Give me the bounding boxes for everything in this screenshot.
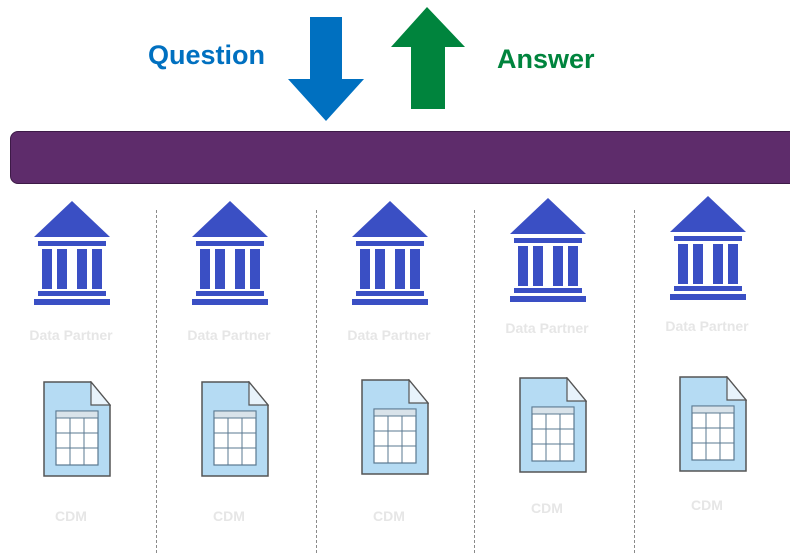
partner-label: Data Partner (187, 327, 271, 343)
cdm-label: CDM (691, 497, 723, 513)
partner-label: Data Partner (347, 327, 431, 343)
partner-label: Data Partner (665, 318, 749, 334)
question-label: Question (148, 40, 266, 70)
bank-icon (670, 196, 746, 300)
partner-label: Data Partner (505, 320, 589, 336)
column-divider (156, 210, 157, 553)
partner-label: Data Partner (29, 327, 113, 343)
answer-label: Answer (497, 44, 595, 74)
bank-icon (352, 201, 428, 305)
arrow-down-icon (288, 17, 364, 121)
table-document-icon (43, 381, 111, 477)
column-divider (634, 210, 635, 553)
table-document-icon (519, 377, 587, 473)
bank-icon (510, 198, 586, 302)
column-divider (316, 210, 317, 553)
column-divider (474, 210, 475, 553)
data-partner-column: Data Partner CDM (154, 201, 304, 541)
bank-icon (192, 201, 268, 305)
data-partner-column: Data Partner CDM (632, 196, 782, 536)
bank-icon (34, 201, 110, 305)
arrow-up-icon (391, 7, 465, 109)
network-bar (10, 131, 790, 184)
table-document-icon (361, 379, 429, 475)
table-document-icon (679, 376, 747, 472)
cdm-label: CDM (55, 508, 87, 524)
cdm-label: CDM (373, 508, 405, 524)
data-partner-column: Data Partner CDM (0, 201, 146, 541)
table-document-icon (201, 381, 269, 477)
cdm-label: CDM (531, 500, 563, 516)
data-partner-column: Data Partner CDM (472, 198, 622, 538)
data-partner-column: Data Partner CDM (314, 201, 464, 541)
cdm-label: CDM (213, 508, 245, 524)
